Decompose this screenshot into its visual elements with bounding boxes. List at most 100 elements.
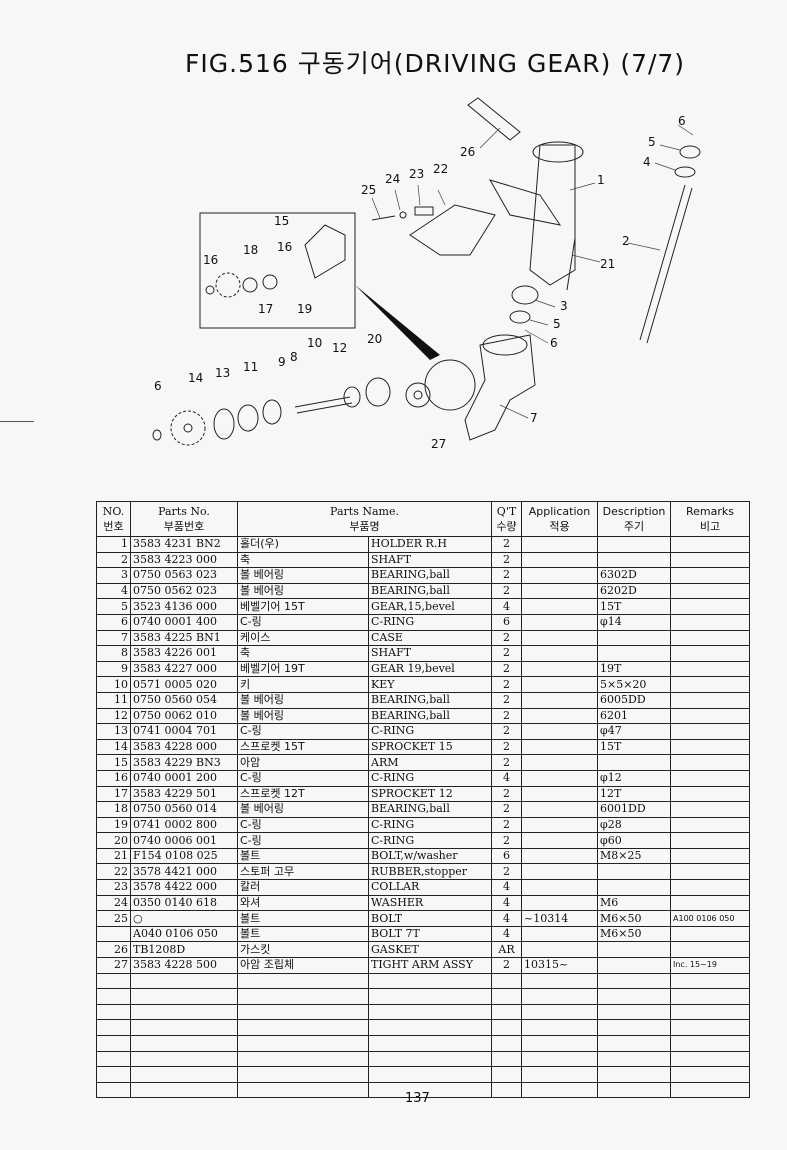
quantity-cell: 4 xyxy=(491,925,522,943)
row-number-cell: 18 xyxy=(96,801,131,818)
application-cell xyxy=(521,925,598,943)
description-cell: 12T xyxy=(597,785,671,803)
row-number-cell xyxy=(96,925,131,943)
part-name-korean-cell: 축 xyxy=(237,551,369,569)
part-number-cell: F154 0108 025 xyxy=(130,847,238,865)
part-name-korean-cell: 볼트 xyxy=(237,925,369,943)
bracket-shape xyxy=(409,204,496,256)
application-cell xyxy=(521,691,598,709)
description-cell xyxy=(597,957,671,974)
row-number-cell: 23 xyxy=(96,879,131,896)
quantity-cell: 4 xyxy=(491,894,522,912)
quantity-cell: 2 xyxy=(491,536,522,553)
quantity-cell: 2 xyxy=(491,645,522,662)
empty-cell xyxy=(521,988,598,1005)
callout-15: 15 xyxy=(274,214,289,228)
empty-cell xyxy=(96,1035,131,1052)
description-cell xyxy=(597,754,671,771)
empty-cell xyxy=(521,1003,598,1021)
empty-table-row xyxy=(96,1003,750,1021)
margin-tick xyxy=(0,421,34,422)
part-number-cell: 3583 4227 000 xyxy=(130,660,238,678)
empty-cell xyxy=(521,972,598,990)
empty-cell xyxy=(521,1019,598,1036)
description-cell: 6001DD xyxy=(597,801,671,818)
application-cell: ~10314 xyxy=(521,910,598,927)
callout-4: 4 xyxy=(643,155,651,169)
part-number-cell: 3583 4228 500 xyxy=(130,957,238,974)
callout-26: 26 xyxy=(460,145,475,159)
description-cell xyxy=(597,551,671,569)
row-number-cell: 20 xyxy=(96,832,131,849)
remarks-cell xyxy=(670,676,750,693)
empty-cell xyxy=(491,972,522,990)
remarks-cell xyxy=(670,582,750,600)
empty-cell xyxy=(670,1050,750,1068)
row-number-cell: 8 xyxy=(96,645,131,662)
remarks-cell xyxy=(670,613,750,631)
empty-cell xyxy=(491,1081,522,1099)
application-cell xyxy=(521,536,598,553)
quantity-cell: 2 xyxy=(491,754,522,771)
part-number-cell: 0740 0001 200 xyxy=(130,769,238,787)
part-name-korean-cell: C-링 xyxy=(237,723,369,740)
remarks-cell: A100 0106 050 xyxy=(670,910,750,927)
empty-cell xyxy=(130,1066,238,1083)
row-number-cell: 12 xyxy=(96,707,131,725)
description-cell: 6201 xyxy=(597,707,671,725)
empty-cell xyxy=(237,988,369,1005)
empty-cell xyxy=(670,988,750,1005)
callout-3: 3 xyxy=(560,299,568,313)
empty-cell xyxy=(96,1081,131,1099)
application-cell xyxy=(521,629,598,647)
row-number-cell: 6 xyxy=(96,613,131,631)
part-number-cell: 3578 4422 000 xyxy=(130,879,238,896)
part-name-english-cell: GEAR,15,bevel xyxy=(368,598,492,615)
description-cell: φ12 xyxy=(597,769,671,787)
application-cell xyxy=(521,723,598,740)
quantity-cell: 4 xyxy=(491,879,522,896)
description-cell: 6005DD xyxy=(597,691,671,709)
header-parts-no: Parts No.부품번호 xyxy=(130,501,238,537)
empty-cell xyxy=(597,1003,671,1021)
part-name-korean-cell: 케이스 xyxy=(237,629,369,647)
row-number-cell: 13 xyxy=(96,723,131,740)
empty-cell xyxy=(368,1081,492,1099)
arm-disk xyxy=(424,359,476,411)
application-cell xyxy=(521,598,598,615)
part-name-korean-cell: 볼 베어링 xyxy=(237,707,369,725)
quantity-cell: 4 xyxy=(491,769,522,787)
part-name-english-cell: HOLDER R.H xyxy=(368,536,492,553)
empty-cell xyxy=(491,1019,522,1036)
callout-6b: 6 xyxy=(678,114,686,128)
part-name-korean-cell: 볼 베어링 xyxy=(237,801,369,818)
gasket-shape xyxy=(467,97,521,141)
part-number-cell: TB1208D xyxy=(130,941,238,959)
remarks-cell xyxy=(670,660,750,678)
row-number-cell: 4 xyxy=(96,582,131,600)
part-number-cell: 0750 0560 014 xyxy=(130,801,238,818)
part-name-korean-cell: 와셔 xyxy=(237,894,369,912)
callout-19: 19 xyxy=(297,302,312,316)
remarks-cell xyxy=(670,801,750,818)
part-name-english-cell: TIGHT ARM ASSY xyxy=(368,957,492,974)
empty-cell xyxy=(130,1050,238,1068)
remarks-cell xyxy=(670,629,750,647)
description-cell: 15T xyxy=(597,598,671,615)
part-name-korean-cell: 볼 베어링 xyxy=(237,567,369,584)
row-number-cell: 3 xyxy=(96,567,131,584)
description-cell: M6 xyxy=(597,894,671,912)
remarks-cell xyxy=(670,894,750,912)
empty-cell xyxy=(597,1019,671,1036)
exploded-parts-diagram: 26 1 2 3 5 6 6 5 4 7 21 22 23 24 25 15 1… xyxy=(152,97,701,451)
shaft-shape xyxy=(639,184,686,341)
part-name-korean-cell: 아암 xyxy=(237,754,369,771)
quantity-cell: 2 xyxy=(491,582,522,600)
empty-cell xyxy=(670,1035,750,1052)
part-name-english-cell: GEAR 19,bevel xyxy=(368,660,492,678)
row-number-cell: 25 xyxy=(96,910,131,927)
remarks-cell xyxy=(670,925,750,943)
